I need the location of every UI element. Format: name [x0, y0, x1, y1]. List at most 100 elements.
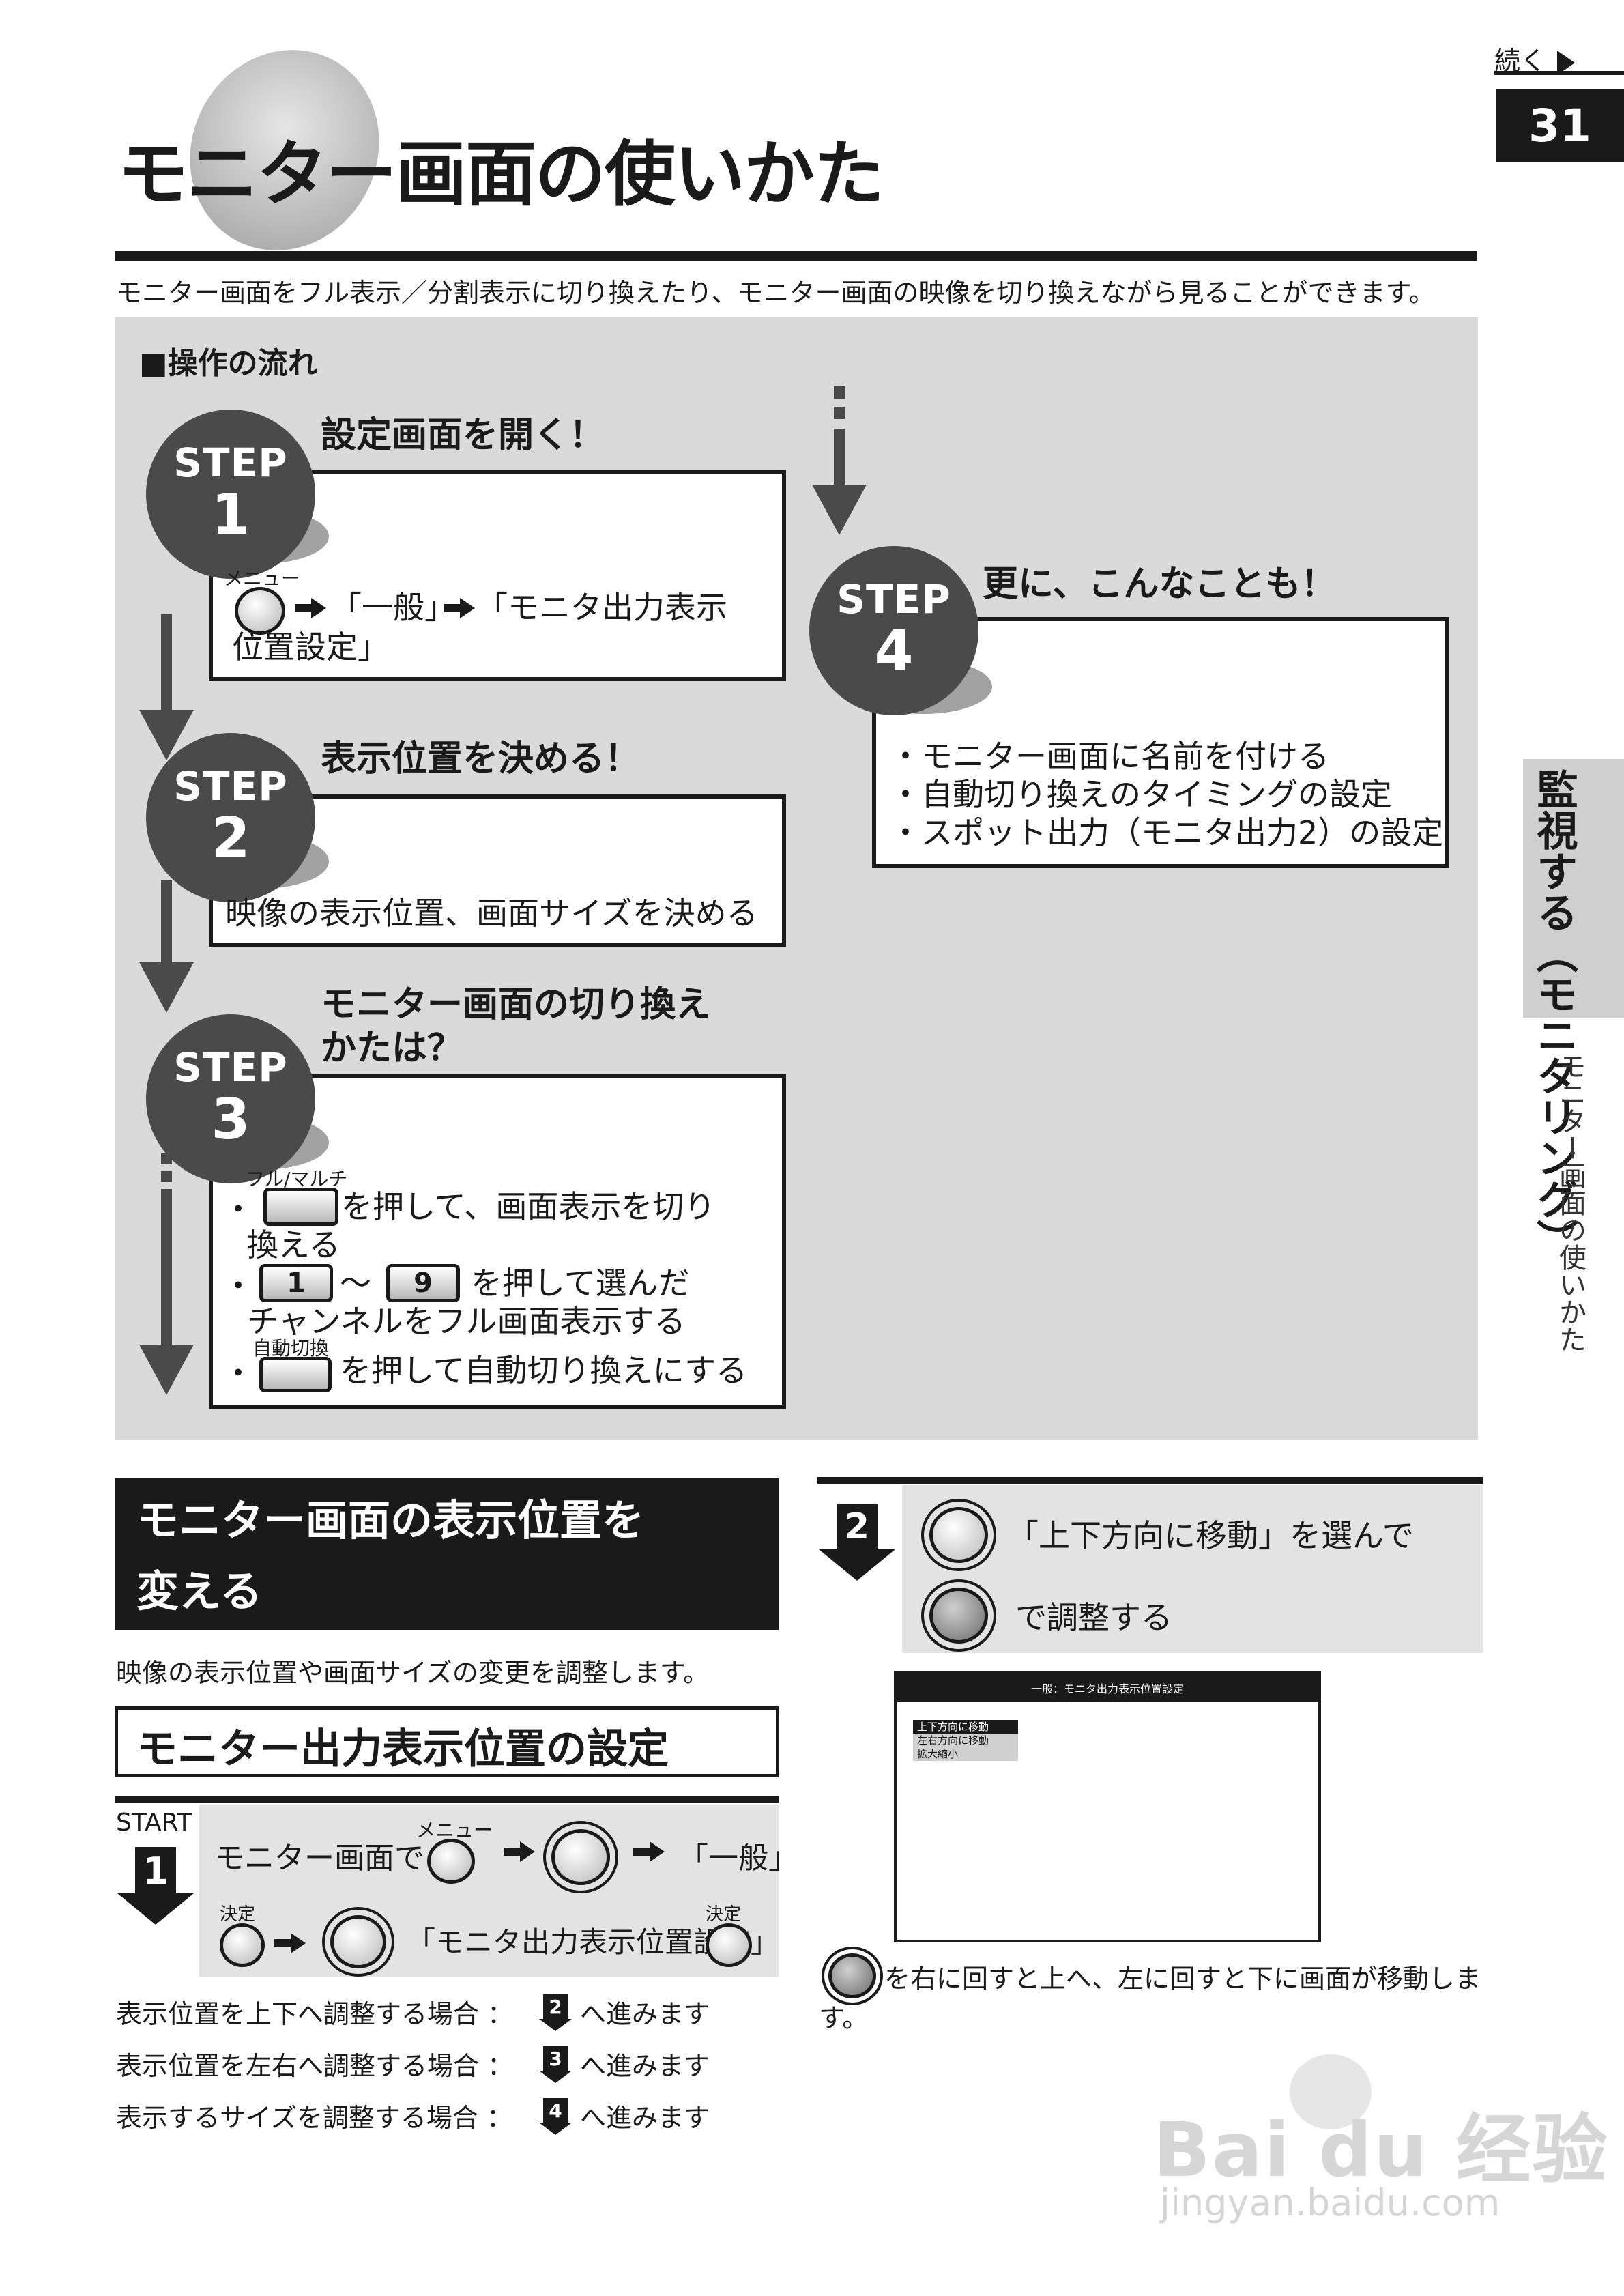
step-number: 2: [211, 806, 250, 871]
screen-menu-item[interactable]: 拡大縮小: [917, 1748, 959, 1760]
continue-rule: [1494, 71, 1624, 75]
menu-button[interactable]: [427, 1839, 475, 1884]
flow-dash: [834, 386, 845, 399]
start-label: START: [116, 1809, 192, 1837]
step4-title: 更に、こんなことも！: [983, 564, 1337, 605]
step2-title: 表示位置を決める！: [321, 738, 641, 779]
screen-menu: 上下方向に移動 左右方向に移動 拡大縮小: [913, 1720, 1018, 1761]
step-down-arrow-icon: [819, 1549, 895, 1581]
continue-label: 続く: [1494, 46, 1547, 76]
screen-menu-item[interactable]: 上下方向に移動: [913, 1720, 1018, 1734]
procedure-step2-number: 2: [837, 1504, 878, 1549]
procedure-step2-rule: [817, 1477, 1483, 1484]
jog-dial[interactable]: [929, 1507, 988, 1563]
route-text: 表示位置を上下へ調整する場合 ：: [116, 1999, 514, 2029]
step-word: STEP: [837, 576, 951, 622]
procedure-step2-line1: 「上下方向に移動」を選んで: [1007, 1517, 1414, 1554]
step-word: STEP: [173, 763, 288, 809]
jog-dial[interactable]: [551, 1829, 610, 1885]
bullet: ・: [222, 1267, 254, 1304]
screen-title: 一般：モニタ出力表示位置設定: [897, 1674, 1318, 1702]
menu-button[interactable]: [235, 587, 285, 635]
tilde: 〜: [340, 1265, 371, 1302]
procedure-step2-panel: [902, 1485, 1483, 1653]
flow-heading: ■操作の流れ: [139, 346, 318, 381]
arrow-right-icon: [274, 1933, 306, 1953]
flow-connector: [161, 614, 172, 723]
step4-item: ・モニター画面に名前を付ける: [890, 738, 1329, 775]
flow-arrow-icon: [812, 485, 867, 535]
page-number: 31: [1496, 89, 1624, 162]
channel-9-button[interactable]: 9: [386, 1264, 460, 1302]
step2-text: 映像の表示位置、画面サイズを決める: [225, 895, 758, 932]
section-title-line2: 変える: [136, 1566, 263, 1616]
route-suffix: へ進みます: [580, 1999, 710, 2029]
step4-item: ・スポット出力（モニタ出力2）の設定: [890, 814, 1444, 851]
general-menu-label: 「一般」: [678, 1841, 798, 1876]
section-title-line1: モニター画面の表示位置を: [136, 1495, 645, 1545]
arrow-right-icon: [295, 598, 326, 618]
confirm-button[interactable]: [220, 1923, 265, 1967]
section-description: 映像の表示位置や画面サイズの変更を調整します。: [116, 1658, 710, 1688]
jog-dial-ring: [543, 1821, 618, 1893]
watermark-brand: Bai du 经验: [1153, 2106, 1609, 2194]
intro-text: モニター画面をフル表示／分割表示に切り換えたり、モニター画面の映像を切り換えなが…: [116, 278, 1435, 308]
full-multi-button-label: フル/マルチ: [246, 1168, 348, 1190]
route-step-badge: 4: [543, 2098, 568, 2123]
title-rule: [115, 251, 1477, 261]
step3-item1-text: を押して、画面表示を切り: [341, 1188, 716, 1225]
step4-badge: STEP 4: [809, 546, 978, 715]
flow-dash: [834, 407, 845, 419]
flow-connector: [161, 880, 172, 976]
confirm-button[interactable]: [706, 1923, 752, 1967]
step3-title-line1: モニター画面の切り換え: [321, 984, 712, 1025]
step-number: 4: [874, 619, 914, 684]
flow-dash: [161, 1171, 172, 1182]
chapter-tab-label: 監視する（モニタリング）: [1530, 769, 1578, 1260]
confirm-button-label: 決定: [706, 1904, 742, 1925]
procedure-step1-text: モニター画面で: [214, 1841, 424, 1876]
arrow-right-icon: [444, 598, 475, 618]
continue-indicator: 続く: [1494, 40, 1575, 76]
step-down-arrow-icon: [539, 2071, 572, 2083]
flow-connector: [834, 429, 845, 490]
step-down-arrow-icon: [539, 2123, 572, 2135]
channel-1-button[interactable]: 1: [259, 1264, 333, 1302]
route-text: 表示するサイズを調整する場合 ：: [116, 2103, 512, 2133]
step1-text-line2: 位置設定」: [232, 629, 389, 665]
full-multi-button[interactable]: [263, 1188, 338, 1226]
bullet: ・: [222, 1355, 254, 1392]
step3-item2-text-cont: チャンネルをフル画面表示する: [247, 1303, 686, 1340]
step3-badge: STEP 3: [146, 1014, 315, 1183]
jog-dial[interactable]: [330, 1915, 386, 1968]
bullet: ・: [222, 1191, 254, 1228]
section-header: [115, 1478, 779, 1630]
step3-item1-text-cont: 換える: [247, 1226, 340, 1263]
route-text: 表示位置を左右へ調整する場合 ：: [116, 2051, 514, 2081]
route-row-vertical: 表示位置を上下へ調整する場合 ：: [116, 1993, 513, 2030]
step4-item: ・自動切り換えのタイミングの設定: [890, 776, 1392, 813]
subsection-title: モニター出力表示位置の設定: [136, 1725, 669, 1773]
page-title: モニター画面の使いかた: [117, 132, 884, 216]
step-number: 3: [211, 1087, 250, 1152]
step3-item2-text: を押して選んだ: [471, 1265, 690, 1302]
procedure-step1-number: 1: [135, 1847, 176, 1895]
menu-button-label: メニュー: [416, 1819, 493, 1841]
screen-menu-item[interactable]: 左右方向に移動: [917, 1734, 989, 1747]
flow-arrow-icon: [139, 962, 194, 1013]
auto-switch-button[interactable]: [259, 1357, 332, 1392]
step-down-arrow-icon: [539, 2019, 572, 2031]
step1-text-general: 「一般」: [330, 589, 456, 626]
step3-title-line2: かたは？: [321, 1028, 463, 1069]
step3-item3-text: を押して自動切り換えにする: [340, 1352, 748, 1389]
flow-arrow-icon: [139, 1345, 194, 1395]
jog-dial-ring: [921, 1499, 996, 1571]
route-suffix: へ進みます: [580, 2051, 710, 2081]
step1-badge: STEP 1: [146, 410, 315, 579]
arrow-right-icon: [633, 1841, 665, 1862]
jog-dial-ring: [322, 1907, 394, 1977]
watermark-url: jingyan.baidu.com: [1160, 2181, 1500, 2224]
step-down-arrow-icon: [117, 1893, 194, 1925]
step-number: 1: [211, 483, 250, 547]
shuttle-dial[interactable]: [929, 1588, 988, 1644]
